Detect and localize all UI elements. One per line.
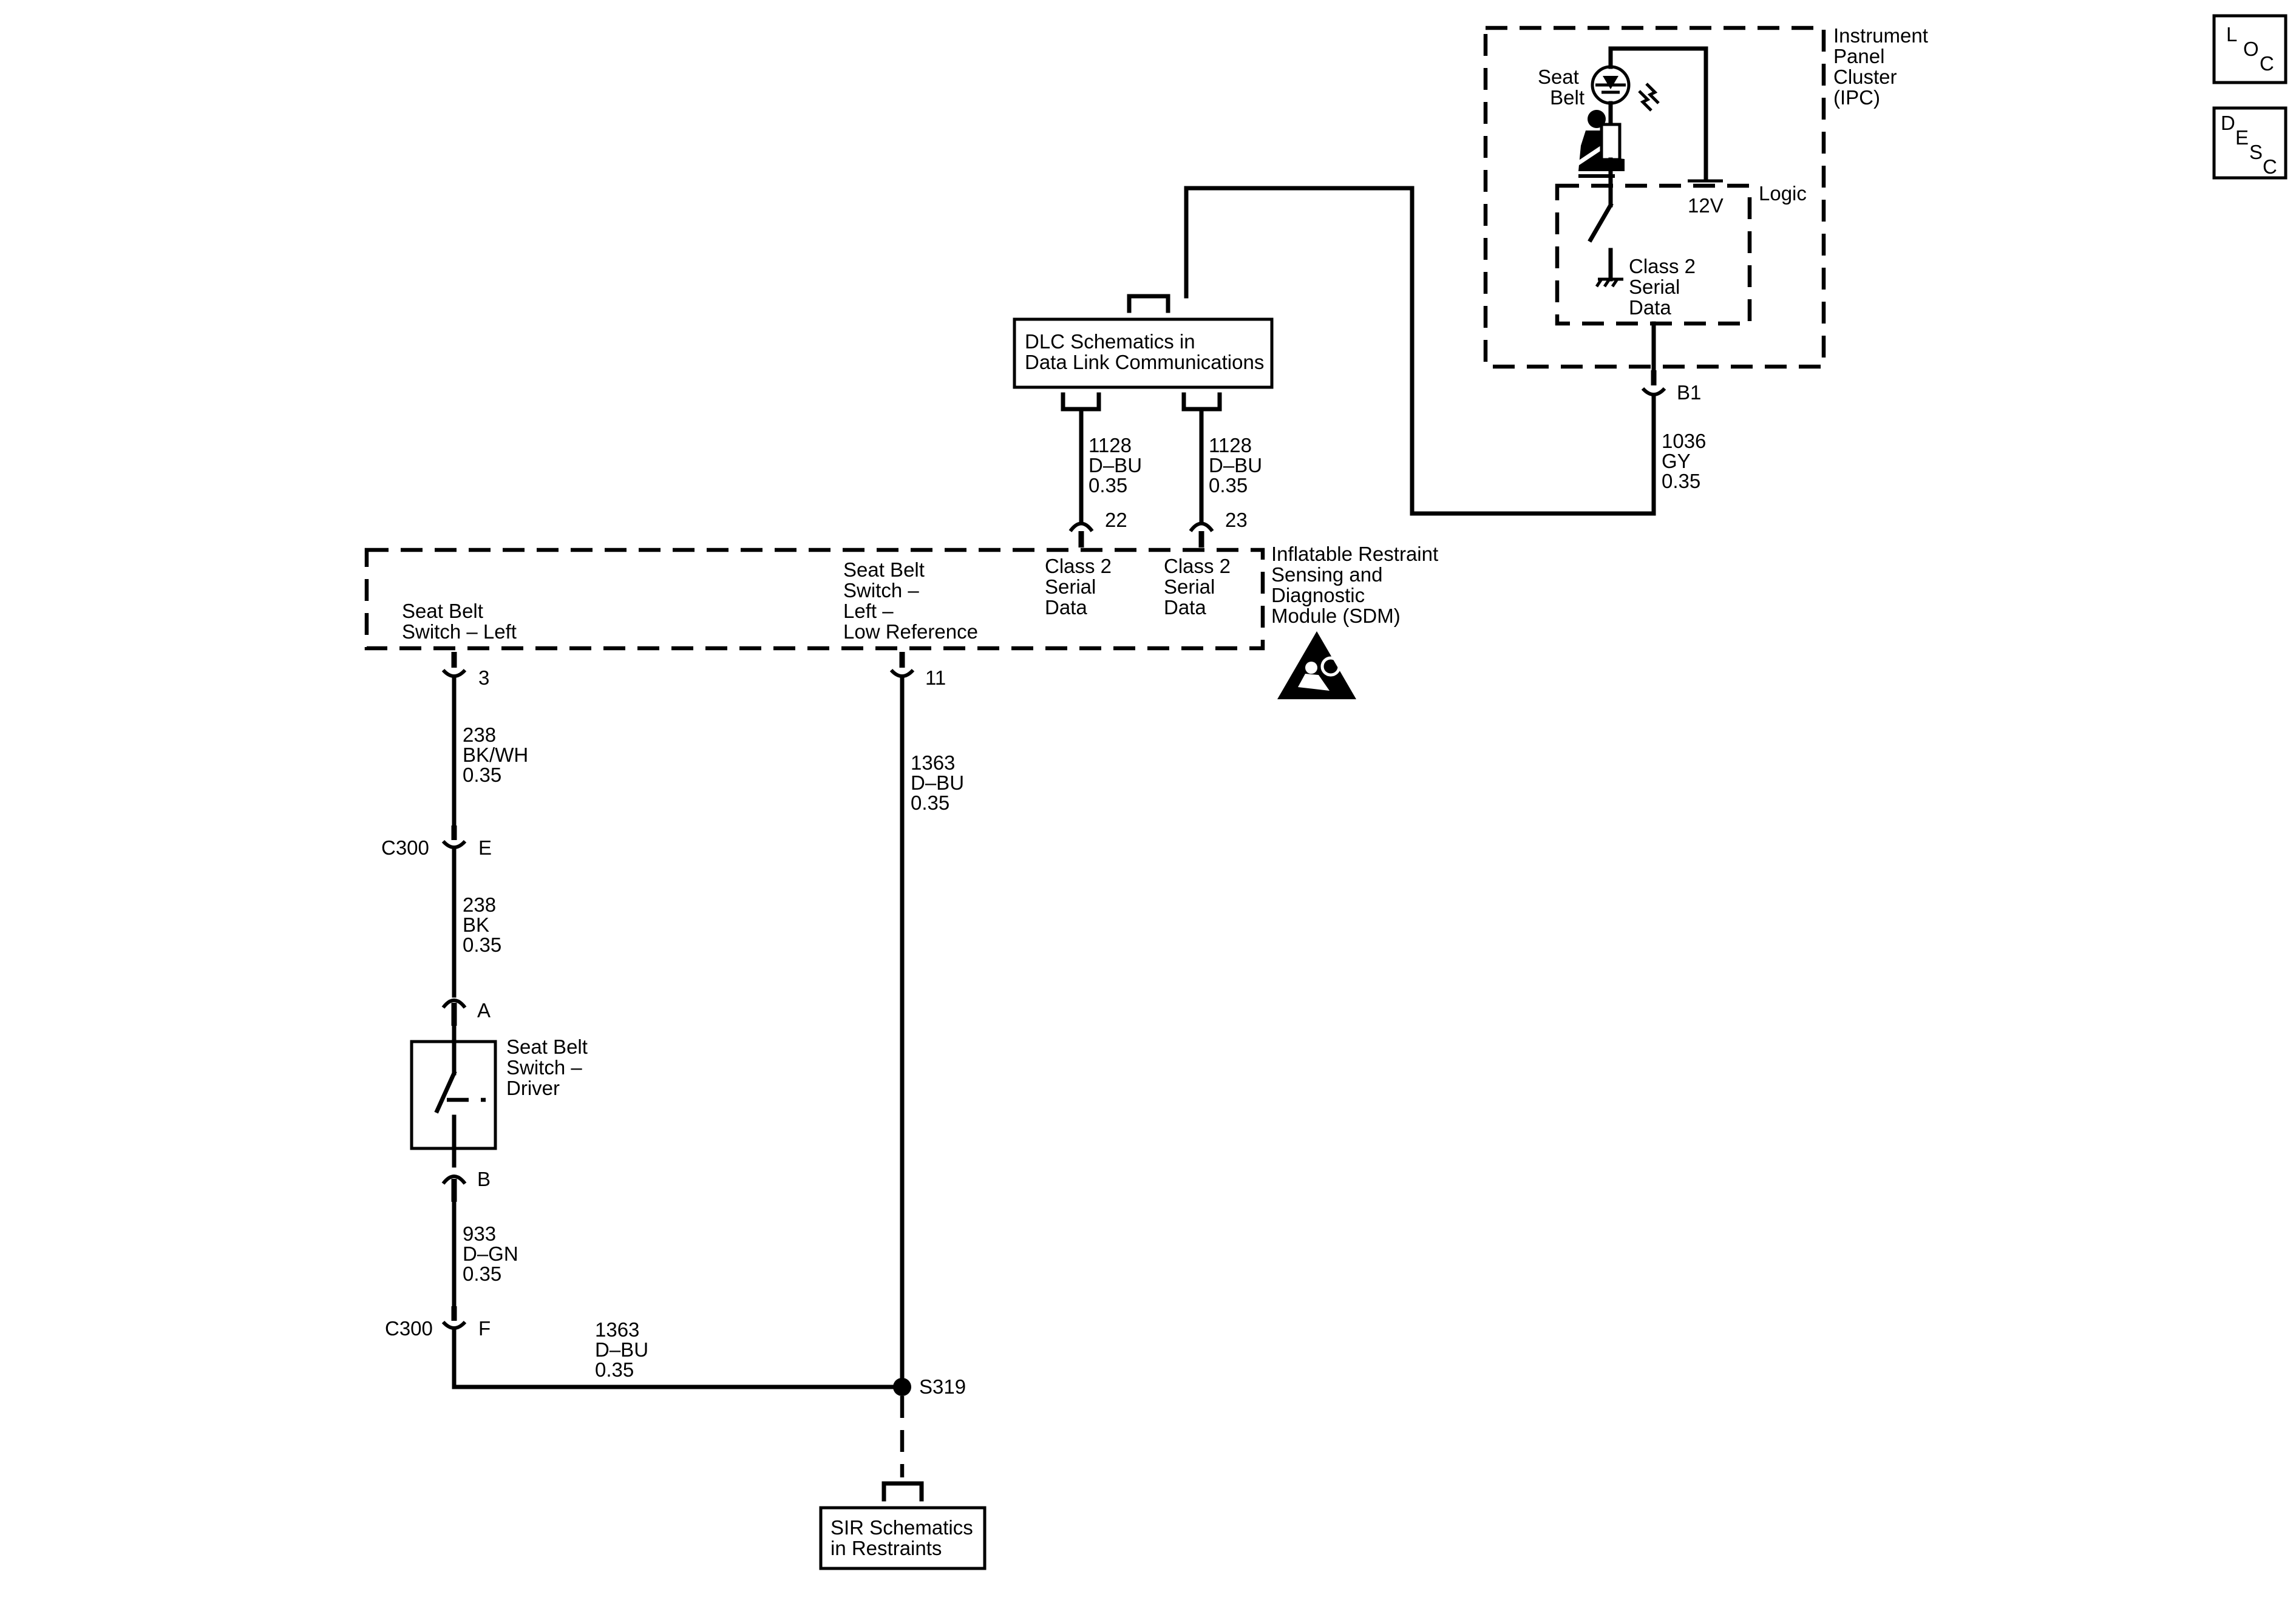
connector-pin-a: A [441,998,491,1026]
desc-letter-d: D [2221,112,2235,134]
pin-a-label: A [477,999,491,1022]
desc-letter-s: S [2249,141,2263,163]
seat-belt-switch-driver: Seat Belt Switch – Driver [410,1023,593,1168]
c300-f-label: C300 [385,1317,433,1340]
dlc-label: DLC Schematics in Data Link Communicatio… [1025,330,1264,373]
desc-letter-e: E [2235,126,2249,149]
pin-23-label: 23 [1225,509,1248,531]
lamp-icon [1591,65,1660,112]
pin-11-label: 11 [925,666,946,689]
c300-e-label: C300 [381,836,429,859]
ipc-class2-label: Class 2 Serial Data [1629,255,1701,319]
ipc-module: Instrument Panel Cluster (IPC) Seat Belt [1483,24,1934,369]
seat-belt-indicator-label: Seat Belt [1538,66,1584,109]
pin-b-label: B [477,1168,491,1190]
connector-pin-23: 23 [1189,509,1248,547]
connector-c300-f: C300 F [385,1306,491,1340]
wire-1363-bottom [452,1327,905,1389]
wire-933-label: 933 D–GN 0.35 [463,1222,524,1285]
switch-driver-label: Seat Belt Switch – Driver [506,1036,593,1099]
airbag-warning-icon [1277,631,1356,699]
wire-238-bk-label: 238 BK 0.35 [463,893,501,956]
sir-label: SIR Schematics in Restraints [830,1516,979,1559]
ipc-12v-label: 12V [1688,194,1724,217]
splice-s319-label: S319 [919,1375,966,1398]
connector-pin-11: 11 [889,652,946,689]
wire-238-bkwh-label: 238 BK/WH 0.35 [463,724,534,786]
sdm-class2-22-label: Class 2 Serial Data [1045,555,1117,619]
sdm-class2-23-label: Class 2 Serial Data [1164,555,1236,619]
pin-22-label: 22 [1105,509,1127,531]
ipc-label: Instrument Panel Cluster (IPC) [1833,24,1934,109]
dlc-reference-box[interactable]: DLC Schematics in Data Link Communicatio… [1013,294,1274,412]
desc-button[interactable]: D E S C [2212,106,2288,180]
loc-button[interactable]: L O C [2212,14,2288,84]
loc-letter-c: C [2260,52,2274,75]
connector-b1-label: B1 [1677,381,1701,404]
connector-c300-e: C300 E [381,825,492,859]
wire-1128-b-label: 1128 D–BU 0.35 [1209,434,1268,497]
ground-icon [1595,277,1623,288]
wire-1036 [1184,186,1656,516]
pin-f-label: F [478,1317,491,1340]
wire-1036-label: 1036 GY 0.35 [1662,430,1712,492]
wire-1128-a-label: 1128 D–BU 0.35 [1089,434,1147,497]
splice-s319: S319 [893,1375,966,1398]
wire-1363-vertical-label: 1363 D–BU 0.35 [911,751,970,814]
pin-3-label: 3 [478,666,489,689]
wire-1363-bottom-label: 1363 D–BU 0.35 [595,1318,654,1381]
loc-letter-o: O [2243,38,2259,60]
ipc-logic-label: Logic [1759,182,1807,205]
sir-reference-box[interactable]: SIR Schematics in Restraints [819,1481,987,1570]
connector-pin-b: B [441,1168,491,1202]
loc-letter-l: L [2226,23,2237,46]
connector-pin-3: 3 [441,652,489,689]
desc-letter-c: C [2263,155,2277,178]
sdm-label: Inflatable Restraint Sensing and Diagnos… [1271,543,1444,627]
sdm-seat-belt-switch-left-label: Seat Belt Switch – Left [402,600,517,643]
sdm-module: Inflatable Restraint Sensing and Diagnos… [364,543,1444,699]
pin-e-label: E [478,836,492,859]
connector-b1: B1 [1641,370,1701,404]
connector-pin-22: 22 [1068,509,1127,547]
sdm-low-reference-label: Seat Belt Switch – Left – Low Reference [843,558,978,643]
